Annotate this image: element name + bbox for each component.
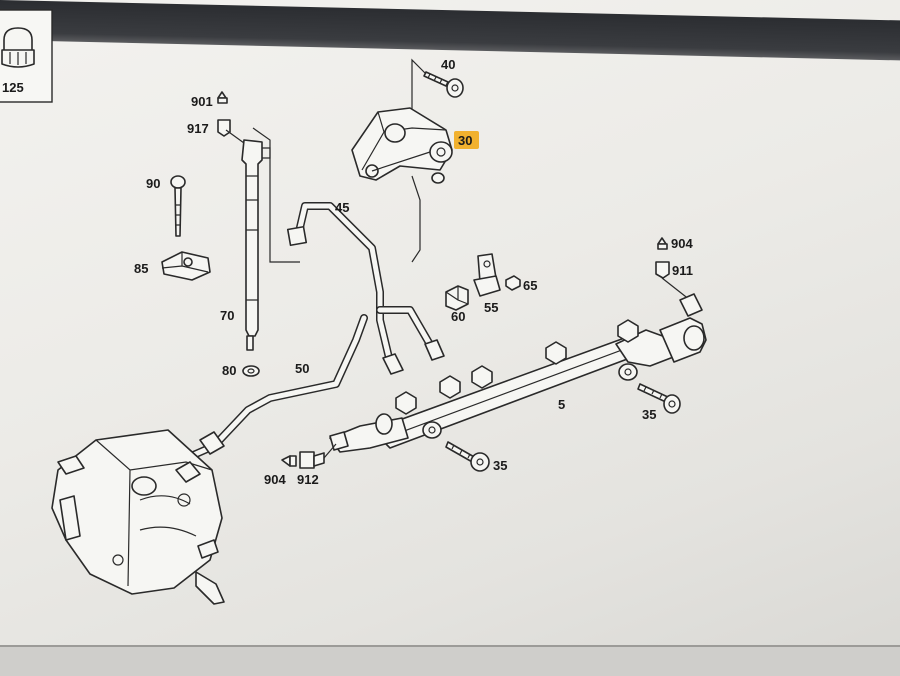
part-60-sleeve[interactable] <box>445 285 469 311</box>
label-55: 55 <box>484 300 498 315</box>
thumbnail-125[interactable]: 125 <box>0 9 53 103</box>
leader-30 <box>411 175 421 263</box>
thumb-label-125: 125 <box>2 80 24 95</box>
part-80-washer[interactable] <box>242 365 260 377</box>
part-30-bracket[interactable] <box>351 107 453 184</box>
label-85: 85 <box>134 261 148 276</box>
label-65: 65 <box>523 278 537 293</box>
label-917: 917 <box>187 121 209 136</box>
highlight-marker <box>454 131 479 149</box>
part-50-pipe[interactable] <box>178 314 368 464</box>
part-911-clip[interactable] <box>655 261 691 301</box>
label-80: 80 <box>222 363 236 378</box>
part-5-rail[interactable] <box>329 293 707 453</box>
label-50: 50 <box>295 361 309 376</box>
part-912-connector[interactable] <box>299 443 337 469</box>
part-35-bolt-lower[interactable] <box>445 441 490 472</box>
part-65-nut[interactable] <box>505 275 521 291</box>
leader-40 <box>411 58 427 110</box>
part-904-cap-top[interactable] <box>657 237 668 250</box>
label-40: 40 <box>441 57 455 72</box>
label-35-lower: 35 <box>493 458 507 473</box>
part-70-injector[interactable] <box>241 127 300 351</box>
cap-nut-icon <box>1 27 35 68</box>
label-904-lower: 904 <box>264 472 286 487</box>
part-904-cap-lower[interactable] <box>281 455 297 467</box>
part-917-clip[interactable] <box>217 119 245 144</box>
label-90: 90 <box>146 176 160 191</box>
label-911: 911 <box>672 263 693 278</box>
part-90-bolt[interactable] <box>170 175 186 237</box>
window-bottom-strip <box>0 645 900 676</box>
label-904-top: 904 <box>671 236 693 251</box>
label-60: 60 <box>451 309 465 324</box>
label-70: 70 <box>220 308 234 323</box>
part-35-bolt-right[interactable] <box>637 383 681 414</box>
part-40-bolt[interactable] <box>423 71 464 98</box>
part-85-clamp[interactable] <box>161 251 211 281</box>
high-pressure-pump[interactable] <box>51 429 225 605</box>
label-901: 901 <box>191 94 213 109</box>
label-30: 30 <box>458 133 472 148</box>
label-35-right: 35 <box>642 407 656 422</box>
label-912: 912 <box>297 472 319 487</box>
part-45-pipe[interactable] <box>286 202 445 375</box>
label-45: 45 <box>335 200 349 215</box>
part-901-cap[interactable] <box>217 91 228 104</box>
label-5: 5 <box>558 397 565 412</box>
part-55-clip[interactable] <box>473 253 501 297</box>
